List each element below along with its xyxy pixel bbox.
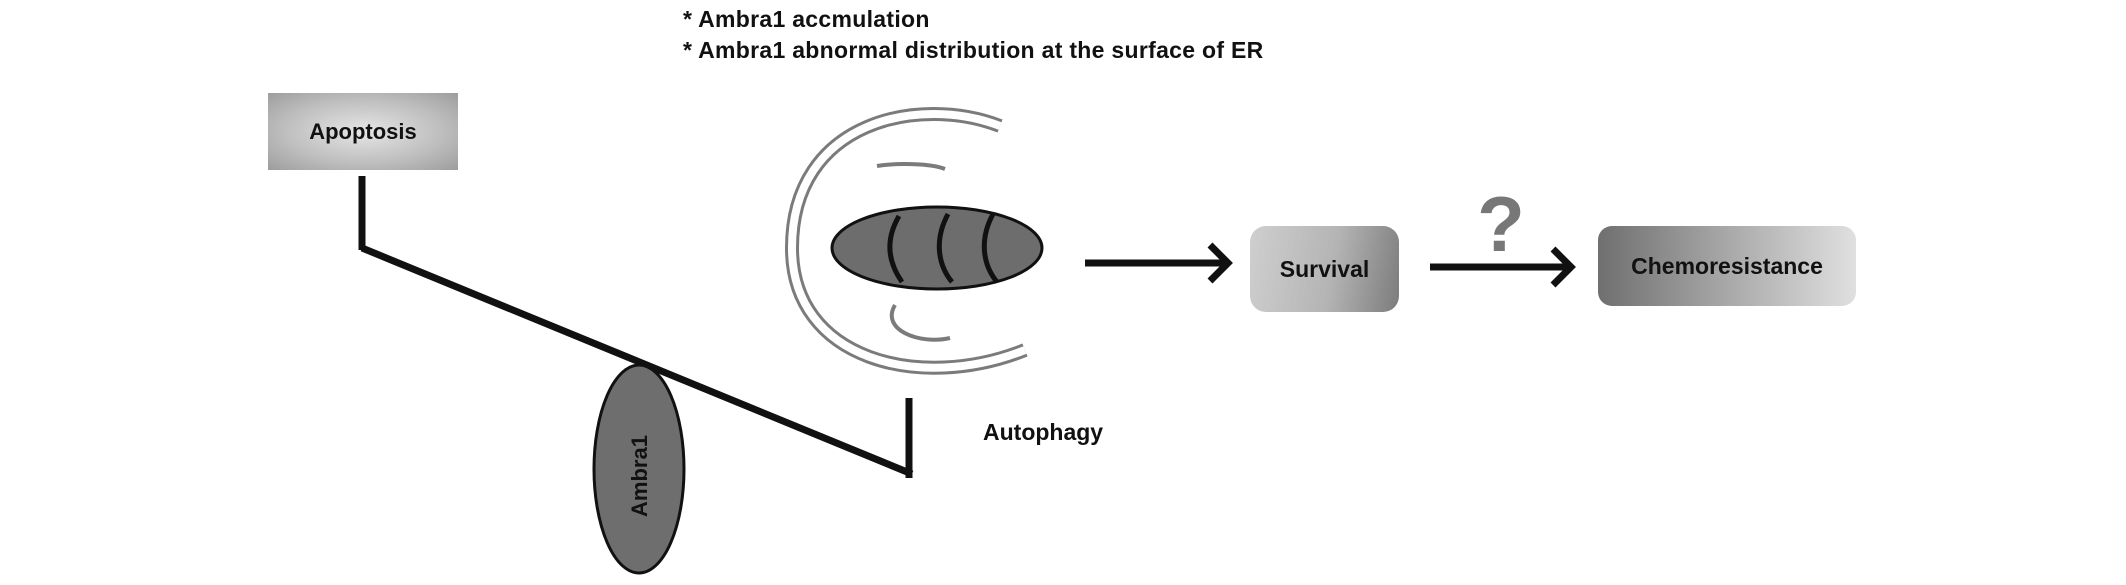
apoptosis-node: Apoptosis [268,93,458,170]
crista-2 [936,212,954,284]
autophagy-label: Autophagy [983,419,1104,445]
note-ambra1-accumulation: * Ambra1 accmulation [683,6,930,32]
seesaw-lever [358,176,914,478]
arrow-survival-to-chemoresistance [1430,246,1576,288]
survival-node: Survival [1250,226,1399,312]
ambra1-ellipse [592,363,686,575]
inner-membrane-fragment-top [876,162,946,171]
ambra1-label: Ambra1 [627,435,652,517]
autophagosome [784,107,1028,375]
inner-membrane-fragment-bottom [889,303,951,342]
autophagosome-membrane-lumen [787,110,1027,372]
lever-beam [360,244,914,478]
mitochondrion [830,205,1044,291]
note-ambra1-er-distribution: * Ambra1 abnormal distribution at the su… [683,37,1264,63]
chemoresistance-label: Chemoresistance [1631,252,1823,279]
apoptosis-label: Apoptosis [309,118,417,144]
arrow-autophagy-to-survival [1085,242,1233,284]
annotation-notes: * Ambra1 accmulation * Ambra1 abnormal d… [683,4,1264,66]
arrow-head [1207,242,1233,284]
crista-1 [887,214,905,284]
chemoresistance-node: Chemoresistance [1598,226,1856,306]
question-mark: ? [1477,180,1525,268]
arrow-head [1550,246,1576,288]
ambra1-fulcrum: Ambra1 [592,363,686,575]
crista-3 [981,212,999,284]
survival-label: Survival [1279,255,1370,282]
